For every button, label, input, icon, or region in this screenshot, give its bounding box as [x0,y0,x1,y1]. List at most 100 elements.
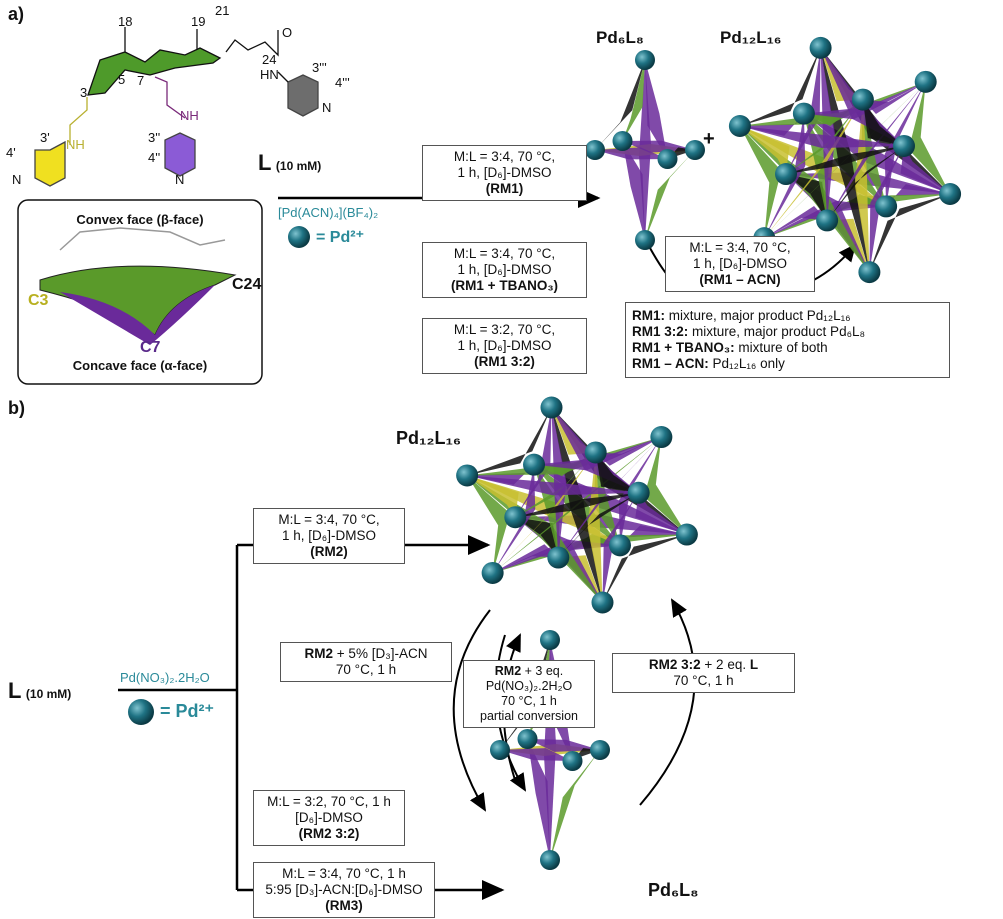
ligand-concentration: (10 mM) [25,687,72,701]
pd12l16-label: Pd₁₂L₁₆ [396,428,462,448]
ligand-strand [492,464,536,573]
ligand-strand [854,99,870,273]
pd-sphere [523,453,546,476]
plus-sign: + [703,128,715,150]
n-label: N [322,100,332,115]
ligand-strand [643,437,687,535]
ligand-strand [739,113,804,136]
ligand-strand [622,141,645,240]
ligand-strand [886,184,951,207]
pd-sphere [775,163,798,186]
pd-sphere [851,88,874,111]
ligand-strand [739,126,782,239]
pd-sphere [584,441,607,464]
ligand-strand [467,407,552,476]
atom-label-5: 5 [118,72,126,87]
pd-sphere [939,182,962,205]
pd-sphere [809,36,832,59]
condition-box-rm2-32: M:L = 3:2, 70 °C, 1 h[D₆]-DMSO(RM2 3:2) [253,790,405,846]
condition-box-rm1-32: M:L = 3:2, 70 °C,1 h, [D₆]-DMSO(RM1 3:2) [422,318,587,374]
ligand-strand [595,147,668,160]
atom-label-7: 7 [137,73,145,88]
atom-label-18: 18 [118,14,133,29]
pd-sphere [627,481,650,504]
ligand-strand [515,492,639,518]
ligand-L: L [8,678,22,703]
ligand-strand [527,739,550,860]
pd6l8-cage-a [585,50,705,250]
ligand-strand [739,126,904,148]
pd12l16-label: Pd₁₂L₁₆ [720,28,782,47]
ligand-strand [884,81,926,207]
n-label: N [12,172,22,187]
ligand-structure [34,27,319,187]
pd-sphere [792,102,815,125]
ligand-strand [862,81,926,115]
ligand-strand [764,113,806,239]
n-label: N [175,172,185,187]
ligand-strand [827,194,887,221]
ligand-strand [803,99,863,126]
ligand-strand [908,81,951,194]
pd-sphere [875,195,898,218]
nh-label: NH [180,108,199,123]
ligand-strand [492,544,559,573]
ligand-strand [515,517,559,558]
ligand-strand [500,748,573,761]
condition-box-rm2: M:L = 3:4, 70 °C,1 h, [D₆]-DMSO(RM2) [253,508,405,564]
panel-a-label: a) [8,4,25,24]
pd-sphere [517,729,538,749]
atom-label-3p: 3' [40,130,50,145]
ligand-strand [862,99,904,146]
pd-sphere [914,70,937,93]
ligand-strand [645,60,668,159]
atom-label-21: 21 [215,3,230,18]
concave-face-label: Concave face (α-face) [72,358,208,373]
pd-sphere [547,546,570,569]
hn-label: HN [260,67,279,82]
pd-sphere [540,850,560,870]
atom-label-24: 24 [262,52,277,67]
acn-arrow [452,609,491,812]
atom-label-4pp: 4'' [148,150,161,165]
ligand-strand [467,475,639,496]
pd-equals: = Pd²⁺ [316,229,365,246]
condition-box-rm1-tbano3: M:L = 3:4, 70 °C,1 h, [D₆]-DMSO(RM1 + TB… [422,242,587,298]
pd-sphere [657,149,678,169]
pd-sphere [650,426,673,449]
ligand-strand [587,452,603,603]
pd-sphere [675,523,698,546]
pd-reagent: [Pd(ACN)₄](BF₄)₂ [278,205,379,220]
atom-label-3ppp: 3''' [312,60,327,75]
ligand-add-arrow [639,598,696,806]
ligand-strand [869,193,951,273]
pd12l16-cage-a [728,36,962,284]
condition-box-rm1: M:L = 3:4, 70 °C,1 h, [D₆]-DMSO(RM1) [422,145,587,201]
pd-sphere [591,591,614,614]
ligand-strand [786,174,828,221]
c3-label: C3 [28,292,49,309]
pd-sphere [481,561,504,584]
pd-reagent: Pd(NO₃)₂.2H₂O [120,670,210,685]
atom-label-4p: 4' [6,145,16,160]
ligand-strand [602,534,687,603]
pd6l8-label: Pd₆L₈ [648,880,699,900]
ligand-strand [551,407,567,558]
pd-sphere [590,740,610,760]
ligand-strand [595,452,639,493]
pd12l16-cage-b [456,396,698,614]
ligand-strand [618,437,662,546]
ligand-strand [764,205,828,239]
pd-sphere [540,630,560,650]
pd-sphere [456,464,479,487]
nh-label: NH [66,137,85,152]
ligand-strand [739,47,821,127]
pd-sphere [540,396,563,419]
atom-label-3pp: 3'' [148,130,161,145]
pd-sphere-icon [128,699,154,725]
panel-b-label: b) [8,398,25,418]
c24-label: C24 [232,276,262,293]
